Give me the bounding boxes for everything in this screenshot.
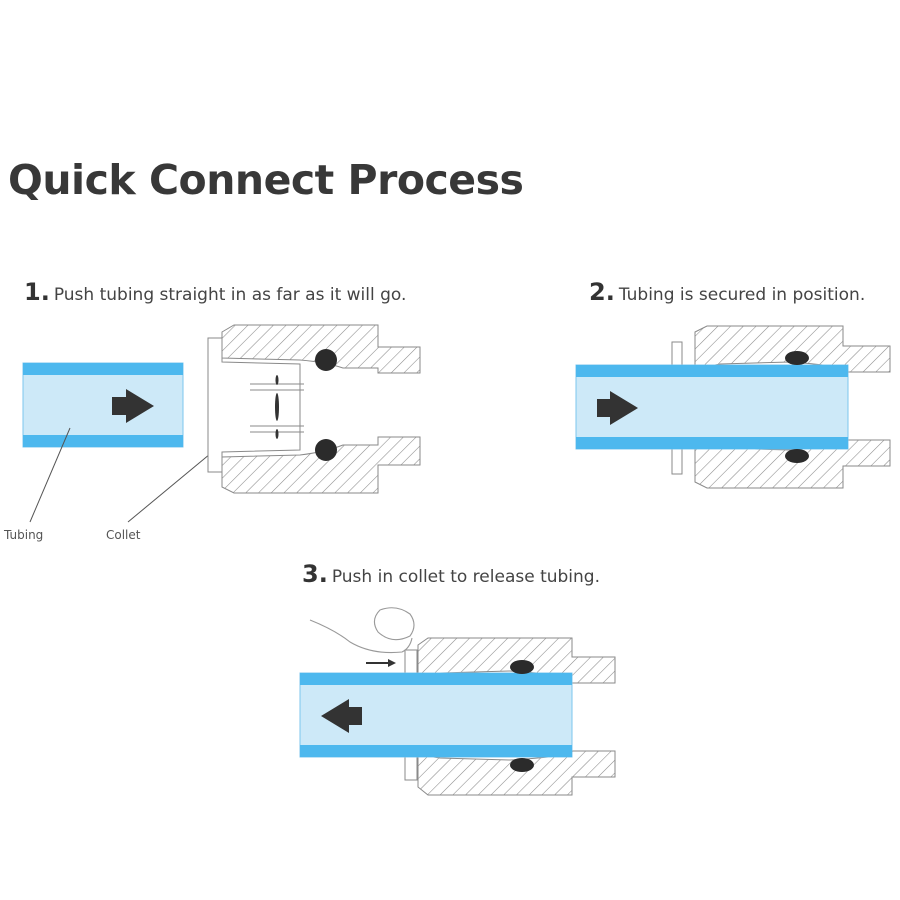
step-3-caption: 3.Push in collet to release tubing. — [302, 560, 600, 588]
step-3-number: 3. — [302, 560, 328, 588]
finger-icon — [309, 607, 415, 654]
step-3-diagram — [299, 607, 616, 796]
step-1-text: Push tubing straight in as far as it wil… — [53, 285, 407, 305]
o-ring-icon — [785, 449, 809, 463]
fitting-upper-half — [221, 324, 421, 374]
collet-teeth — [275, 393, 279, 421]
o-ring-icon — [510, 758, 534, 772]
fitting-body-step-1 — [207, 324, 421, 494]
step-3-text: Push in collet to release tubing. — [331, 567, 601, 587]
tubing-leader-line — [29, 427, 71, 523]
step-2-diagram — [575, 325, 891, 489]
tubing-label: Tubing — [4, 528, 44, 542]
step-1-diagram — [22, 324, 421, 523]
arrow-right-icon — [597, 391, 638, 425]
step-1-number: 1. — [24, 278, 50, 306]
step-2-caption: 2.Tubing is secured in position. — [589, 278, 865, 306]
o-ring-icon — [315, 349, 337, 371]
collet-leader-line — [127, 453, 211, 523]
tubing-step-3 — [299, 672, 573, 758]
fitting-lower-half — [221, 436, 421, 494]
tubing-step-2 — [575, 364, 849, 450]
step-1-caption: 1.Push tubing straight in as far as it w… — [24, 278, 406, 306]
step-2-text: Tubing is secured in position. — [618, 285, 866, 305]
collet-label: Collet — [106, 528, 141, 542]
o-ring-icon — [510, 660, 534, 674]
arrow-right-icon — [112, 389, 154, 423]
o-ring-icon — [315, 439, 337, 461]
o-ring-icon — [785, 351, 809, 365]
push-arrow-icon — [366, 659, 396, 667]
arrow-left-icon — [321, 699, 362, 733]
page-title: Quick Connect Process — [8, 156, 524, 204]
step-2-number: 2. — [589, 278, 615, 306]
tubing-step-1 — [22, 362, 184, 448]
